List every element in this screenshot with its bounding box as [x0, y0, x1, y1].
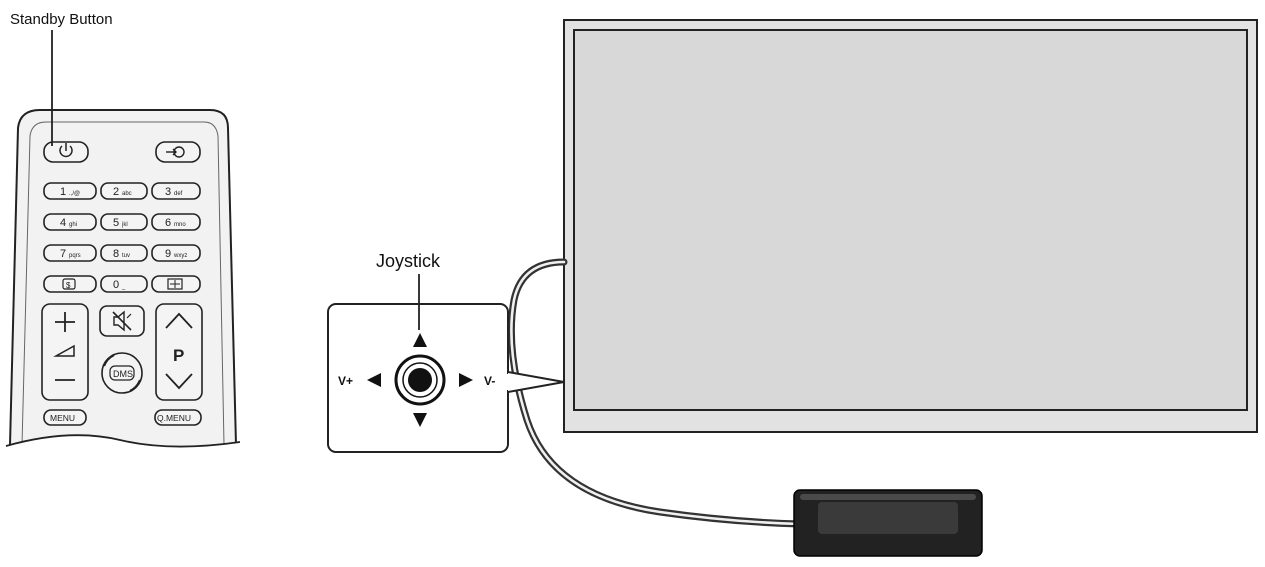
- standby-button[interactable]: [43, 141, 89, 163]
- key-digit: 8: [113, 248, 119, 260]
- key-sublabel: jkl: [121, 222, 128, 228]
- joystick-label: Joystick: [376, 251, 441, 271]
- remote-control: 1 .,/@ 2 abc 3 def 4 ghi 5 jkl: [5, 11, 241, 470]
- mute-button[interactable]: [99, 305, 145, 337]
- key-digit: 9: [165, 248, 171, 260]
- number-key-9[interactable]: 9 wxyz: [151, 244, 201, 262]
- joystick-callout: Joystick V+ V-: [327, 251, 565, 453]
- key-digit: 5: [113, 217, 119, 229]
- simplink-icon: $: [62, 278, 76, 290]
- key-digit: 7: [60, 248, 66, 260]
- remote-cutoff-wave: [6, 435, 240, 470]
- program-down-icon: [165, 373, 193, 390]
- number-key-0[interactable]: 0 _: [100, 275, 148, 293]
- qmenu-label: Q.MENU: [157, 413, 191, 423]
- callout-pointer: [507, 371, 565, 393]
- key-sublabel: _: [121, 284, 126, 290]
- number-key-8[interactable]: 8 tuv: [100, 244, 148, 262]
- volume-up-icon: [55, 312, 75, 332]
- v-minus-label: V-: [484, 374, 495, 388]
- standby-label: Standby Button: [10, 11, 113, 28]
- key-digit: 4: [60, 217, 66, 229]
- dms-button[interactable]: DMS: [101, 352, 143, 394]
- v-plus-label: V+: [338, 374, 353, 388]
- joystick-ring-inner: [402, 362, 438, 398]
- key-digit: 1: [60, 186, 66, 198]
- key-sublabel: mno: [174, 222, 186, 228]
- joystick-cable-inner: [510, 260, 802, 526]
- arrow-right-icon: [459, 373, 473, 387]
- remote-cutoff-line: [5, 434, 241, 448]
- joystick-center-button: [408, 368, 432, 392]
- number-pad: 1 .,/@ 2 abc 3 def 4 ghi 5 jkl: [43, 182, 201, 293]
- key-digit: 2: [113, 186, 119, 198]
- number-key-7[interactable]: 7 pqrs: [43, 244, 97, 262]
- svg-text:$: $: [66, 281, 71, 290]
- key-sublabel: tuv: [122, 253, 130, 259]
- number-key-5[interactable]: 5 jkl: [100, 213, 148, 231]
- key-sublabel: wxyz: [173, 253, 187, 259]
- menu-label: MENU: [50, 413, 75, 423]
- program-label: P: [173, 346, 184, 365]
- program-rocker[interactable]: P: [155, 303, 203, 401]
- joystick-control[interactable]: [394, 354, 446, 406]
- number-key-4[interactable]: 4 ghi: [43, 213, 97, 231]
- settings-key[interactable]: $: [43, 275, 97, 293]
- arrow-down-icon: [413, 413, 427, 427]
- qmenu-button[interactable]: Q.MENU: [154, 409, 202, 426]
- ratio-icon: [167, 278, 183, 290]
- input-button[interactable]: [155, 141, 201, 163]
- volume-ramp-icon: [53, 344, 75, 357]
- key-sublabel: abc: [122, 191, 132, 197]
- key-digit: 0: [113, 279, 119, 291]
- ratio-key[interactable]: [151, 275, 201, 293]
- arrow-up-icon: [413, 333, 427, 347]
- number-key-2[interactable]: 2 abc: [100, 182, 148, 200]
- joystick-module-face: [818, 502, 958, 534]
- power-icon: [59, 143, 73, 158]
- mute-icon: [112, 310, 132, 332]
- number-key-6[interactable]: 6 mno: [151, 213, 201, 231]
- program-up-icon: [165, 312, 193, 329]
- key-digit: 3: [165, 186, 171, 198]
- key-sublabel: .,/@: [69, 191, 80, 197]
- key-sublabel: ghi: [69, 222, 77, 228]
- number-key-3[interactable]: 3 def: [151, 182, 201, 200]
- key-digit: 6: [165, 217, 171, 229]
- volume-rocker[interactable]: [41, 303, 89, 401]
- monitor: [563, 19, 1258, 433]
- monitor-screen: [573, 29, 1248, 411]
- number-key-1[interactable]: 1 .,/@: [43, 182, 97, 200]
- joystick-module: [793, 489, 983, 557]
- dms-label: DMS: [113, 369, 133, 379]
- menu-button[interactable]: MENU: [43, 409, 87, 426]
- key-sublabel: pqrs: [69, 253, 81, 259]
- remote-inner-edge: [21, 121, 225, 446]
- key-sublabel: def: [174, 191, 183, 197]
- input-icon: [166, 146, 185, 158]
- arrow-left-icon: [367, 373, 381, 387]
